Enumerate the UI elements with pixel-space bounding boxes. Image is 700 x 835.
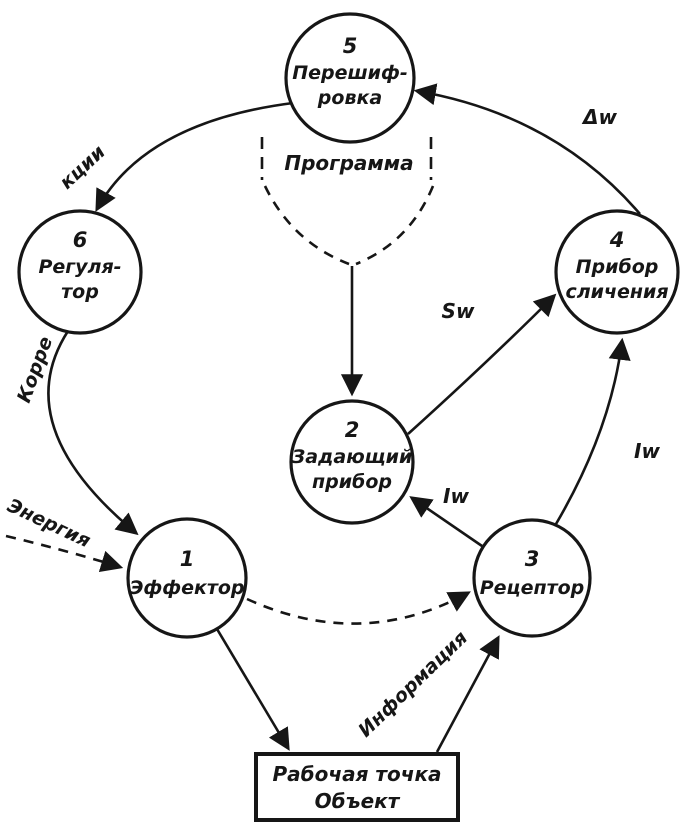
object-box-rect [254, 752, 460, 822]
node-2-number: 2 [345, 418, 360, 442]
node-1-effector: 1 Эффектор [126, 517, 248, 639]
node-2-setpoint: 2 Задающий прибор [289, 399, 415, 525]
node-5-label-line1: Перешиф- [292, 62, 408, 84]
node-3-label-line1: Рецептор [480, 577, 585, 599]
node-4-number: 4 [609, 228, 625, 252]
node-5-circle [284, 12, 416, 144]
node-3-number: 3 [525, 547, 540, 571]
edge-energy-to-effector [5, 534, 124, 573]
node-2-label-line1: Задающий [291, 446, 413, 468]
edge-object-to-receptor [435, 635, 500, 753]
node-2-label-line2: прибор [312, 471, 392, 493]
node-6-regulator: 6 Регуля- тор [17, 209, 143, 335]
label-delta-w: Δw [581, 105, 617, 129]
node-6-label-line2: тор [61, 281, 99, 303]
node-6-number: 6 [73, 228, 88, 252]
node-4-comparator: 4 Прибор сличения [554, 209, 680, 335]
label-iw-comparator: Iw [634, 439, 660, 463]
edge-effector-to-object [215, 628, 290, 751]
label-energy: Энергия [4, 495, 94, 553]
node-2-circle [289, 399, 415, 525]
node-1-number: 1 [180, 547, 195, 571]
edge-receptor-to-setpoint [409, 496, 483, 548]
edge-comparator-to-recoder [413, 83, 641, 215]
node-6-label-line1: Регуля- [38, 256, 121, 278]
node-4-label-line1: Прибор [576, 256, 659, 278]
node-1-label-line1: Эффектор [129, 577, 244, 599]
object-box-line2: Объект [315, 789, 401, 813]
node-3-receptor: 3 Рецептор [472, 518, 592, 638]
node-4-label-line2: сличения [565, 281, 668, 303]
node-5-label-line2: ровка [317, 87, 382, 109]
edge-effector-to-receptor-dashed [246, 591, 471, 625]
edge-setpoint-to-comparator [407, 293, 557, 435]
label-information: Информация [354, 627, 472, 742]
edge-regulator-to-effector [47, 330, 139, 536]
node-5-recoder: 5 Перешиф- ровка [284, 12, 416, 144]
program-branch-right [355, 185, 435, 266]
node-4-circle [554, 209, 680, 335]
edge-receptor-to-comparator [554, 337, 631, 525]
label-iw-setpoint: Iw [443, 484, 469, 508]
node-3-circle [472, 518, 592, 638]
node-6-circle [17, 209, 143, 335]
object-box-line1: Рабочая точка [272, 762, 441, 786]
node-5-number: 5 [343, 34, 358, 58]
label-sw: Sw [442, 299, 475, 323]
node-1-circle [126, 517, 248, 639]
label-correction-upper: кции [55, 141, 109, 194]
program-branch-left [263, 185, 350, 266]
label-program: Программа [284, 151, 413, 175]
edge-recoder-to-regulator [95, 101, 294, 212]
object-box: Рабочая точка Объект [254, 752, 460, 822]
